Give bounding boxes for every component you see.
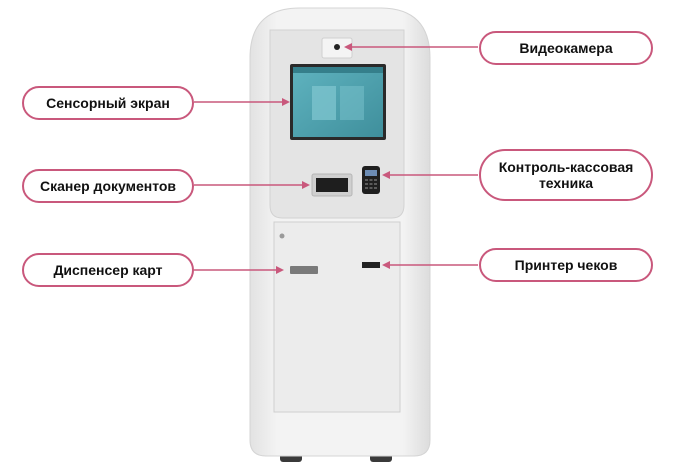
arrow-screen-icon xyxy=(282,98,290,106)
arrow-scanner-icon xyxy=(302,181,310,189)
arrow-pos-icon xyxy=(382,171,390,179)
label-printer-text: Принтер чеков xyxy=(514,257,618,273)
kiosk-lower-cabinet xyxy=(273,221,401,413)
screen-tile-right xyxy=(340,86,364,120)
screen-tile-left xyxy=(312,86,336,120)
callout-lines xyxy=(194,46,478,271)
touch-screen xyxy=(293,67,383,137)
card-dispenser-slot xyxy=(290,266,318,274)
camera-lens-icon xyxy=(334,44,340,50)
label-videokamera-text: Видеокамера xyxy=(519,40,613,56)
document-scanner-slot xyxy=(316,178,348,192)
label-sensornyi-ekran: Сенсорный экран xyxy=(22,86,194,120)
screen-top-bar xyxy=(293,67,383,73)
label-skaner-text: Сканер документов xyxy=(39,178,177,194)
pos-terminal-display xyxy=(365,170,377,176)
label-kkt: Контроль-кассовая техника xyxy=(479,149,653,201)
label-dispenser: Диспенсер карт xyxy=(22,253,194,287)
label-kkt-text: Контроль-кассовая техника xyxy=(499,159,634,191)
receipt-printer-slot xyxy=(362,262,380,268)
arrow-dispenser-icon xyxy=(276,266,284,274)
label-printer: Принтер чеков xyxy=(479,248,653,282)
label-videokamera: Видеокамера xyxy=(479,31,653,65)
label-skaner: Сканер документов xyxy=(22,169,194,203)
label-kkt-line1: Контроль-кассовая xyxy=(498,159,634,175)
arrow-printer-icon xyxy=(382,261,390,269)
label-sensornyi-ekran-text: Сенсорный экран xyxy=(46,95,170,111)
callout-arrowheads xyxy=(276,43,390,274)
cabinet-lock-icon xyxy=(279,233,285,239)
arrow-camera-icon xyxy=(344,43,352,51)
label-kkt-line2: техника xyxy=(538,175,594,191)
pos-terminal-keys xyxy=(365,179,377,189)
label-dispenser-text: Диспенсер карт xyxy=(53,262,163,278)
